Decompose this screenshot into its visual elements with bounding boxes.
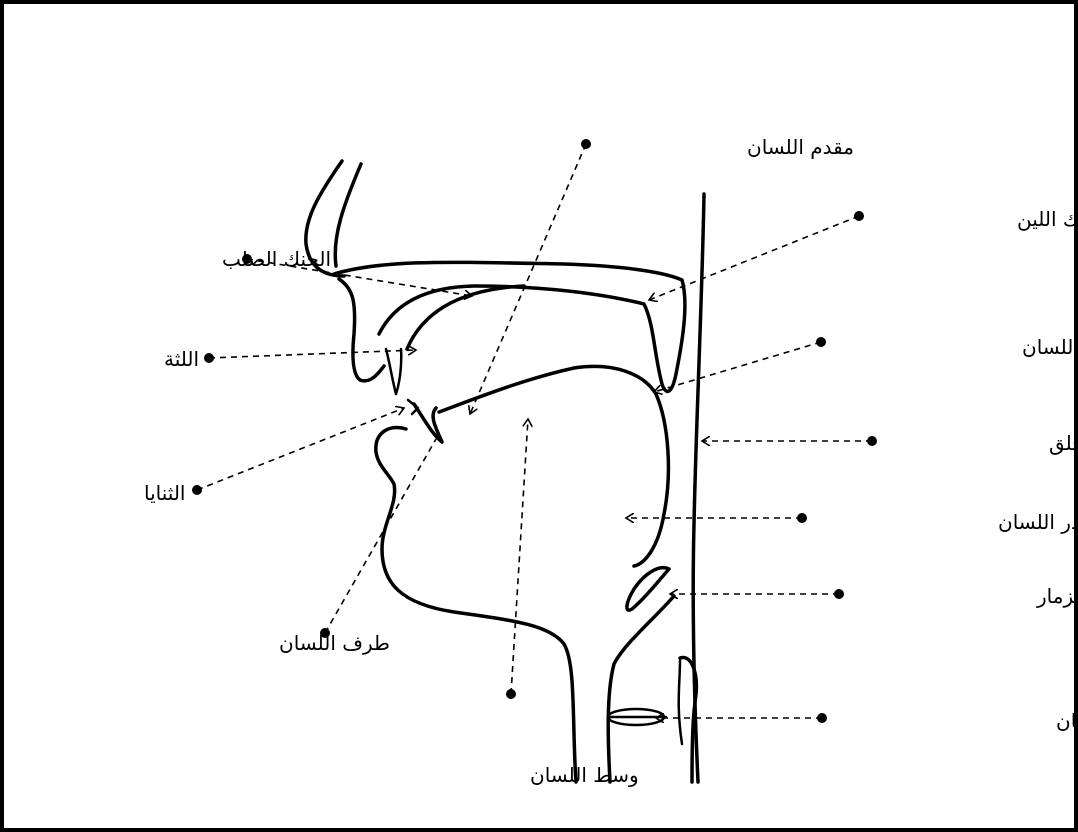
dot-vocal-cords <box>817 713 827 723</box>
dot-tongue-middle <box>506 689 516 699</box>
upper-lip-outline <box>339 279 384 381</box>
label-tongue-back: مؤخر اللسان <box>1022 335 1074 359</box>
nose-inner-outline <box>335 164 361 266</box>
dot-soft-palate <box>854 211 864 221</box>
larynx-front-outline <box>608 596 674 782</box>
label-soft-palate: الحنك اللين <box>1017 207 1074 231</box>
lower-lip-outline <box>376 428 576 782</box>
anatomy-outline <box>306 161 704 782</box>
dot-epiglottis <box>834 589 844 599</box>
epiglottis-outline <box>627 568 669 610</box>
tongue-dorsum-outline <box>439 366 668 566</box>
dot-tongue-back <box>816 337 826 347</box>
leader-tongue-front <box>470 144 586 414</box>
dot-tongue-root <box>797 513 807 523</box>
leader-tongue-middle <box>511 419 528 694</box>
label-tongue-tip: طرف اللسان <box>279 631 390 655</box>
label-tongue-middle: وسط اللسان <box>530 763 639 787</box>
upper-incisor <box>386 349 401 394</box>
dot-pharynx-wall <box>867 436 877 446</box>
label-tongue-front: مقدم اللسان <box>747 135 854 159</box>
arytenoid-inner <box>679 660 682 744</box>
label-epiglottis: لسان المزمار <box>1036 584 1074 608</box>
label-vocal-cords: الرقيقتان الصوتيتان <box>1056 709 1074 733</box>
label-hard-palate: الحنك الصلب <box>222 247 331 271</box>
label-tongue-root: جذر اللسان <box>998 510 1074 534</box>
label-pharynx-wall: جدار الحلق <box>1049 431 1074 455</box>
upper-teeth-tip <box>408 400 418 414</box>
vocal-tract-diagram: مقدم اللسان الحنك اللين الحنك الصلب مؤخر… <box>4 4 1074 828</box>
dot-tongue-front <box>581 139 591 149</box>
label-gums: اللثة <box>164 347 199 371</box>
leader-gums <box>209 350 416 358</box>
dot-incisors <box>192 485 202 495</box>
leader-soft-palate <box>649 216 859 300</box>
dot-gums <box>204 353 214 363</box>
leader-incisors <box>197 408 404 490</box>
label-incisors: الثنايا <box>144 481 185 505</box>
lower-incisor <box>414 404 442 442</box>
